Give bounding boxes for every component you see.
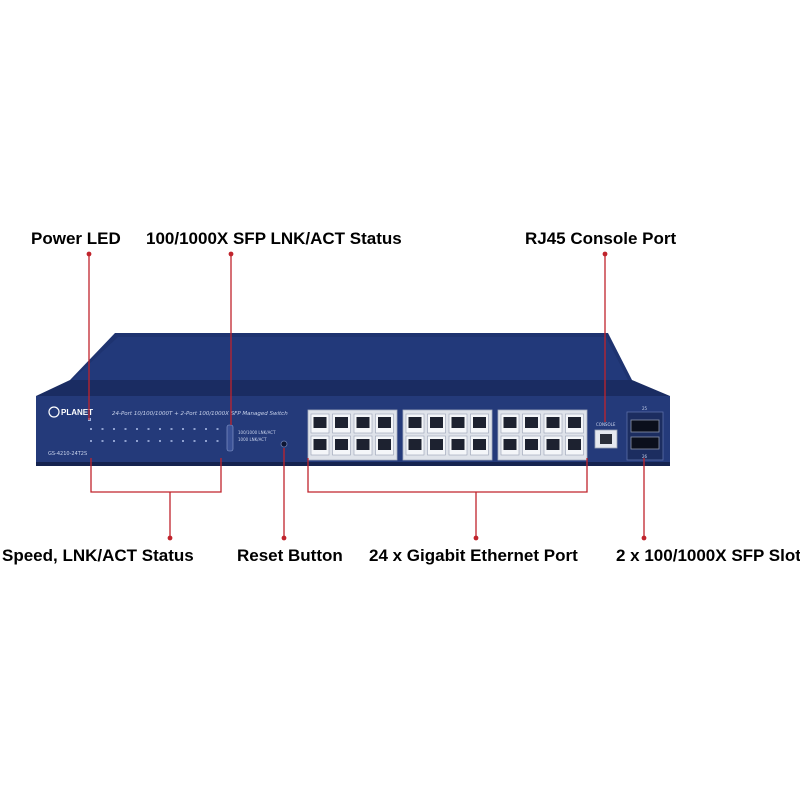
- port-led: [193, 428, 196, 430]
- ethernet-ports-label: 24 x Gigabit Ethernet Port: [369, 546, 578, 565]
- port-led: [124, 428, 127, 430]
- port-led: [170, 428, 173, 430]
- console-port-label: RJ45 Console Port: [525, 229, 677, 248]
- port-jack: [503, 439, 517, 450]
- port-led: [136, 428, 138, 430]
- port-jack: [525, 439, 538, 450]
- port-led: [159, 440, 161, 442]
- console-label: CONSOLE: [596, 422, 616, 427]
- port-led: [147, 440, 150, 442]
- port-jack: [378, 417, 391, 428]
- port-jack: [568, 417, 581, 428]
- port-status-label: Speed, LNK/ACT Status: [2, 546, 194, 565]
- sfp-label-bottom: 26: [642, 454, 648, 459]
- brand-logo: PLANET: [48, 406, 93, 418]
- model-label: GS-4210-24T2S: [48, 451, 87, 457]
- port-led: [136, 440, 138, 442]
- reset-button[interactable]: [280, 440, 288, 448]
- port-jack: [451, 417, 465, 428]
- port-jack: [430, 417, 443, 428]
- port-jack: [546, 417, 560, 428]
- port-led: [182, 440, 184, 442]
- port-led: [193, 440, 196, 442]
- led-legend-2: 1000 LNK/ACT: [238, 437, 267, 442]
- port-led: [216, 440, 219, 442]
- port-jack: [525, 417, 538, 428]
- port-jack: [430, 439, 443, 450]
- port-led: [205, 428, 207, 430]
- port-jack: [335, 417, 348, 428]
- port-jack: [408, 439, 422, 450]
- sfp-status-leds: [226, 424, 234, 452]
- sfp-status-label: 100/1000X SFP LNK/ACT Status: [146, 229, 402, 248]
- port-jack: [473, 439, 486, 450]
- port-led: [113, 428, 115, 430]
- port-led: [101, 428, 104, 430]
- port-jack: [335, 439, 348, 450]
- port-led: [170, 440, 173, 442]
- port-jack: [451, 439, 465, 450]
- port-led: [90, 428, 92, 430]
- port-status-bracket: [90, 458, 222, 537]
- power-led-label: Power LED: [31, 229, 121, 248]
- reset-button-label: Reset Button: [237, 546, 343, 565]
- port-jack: [356, 417, 370, 428]
- port-jack: [313, 417, 327, 428]
- led-legend-1: 100/1000 LNK/ACT: [238, 430, 276, 435]
- device-description: 24-Port 10/100/1000T + 2-Port 100/1000X …: [112, 411, 288, 417]
- ethernet-ports-bracket: [307, 458, 588, 537]
- port-jack: [473, 417, 486, 428]
- port-status-leds: [88, 418, 219, 442]
- port-led: [124, 440, 127, 442]
- port-jack: [408, 417, 422, 428]
- ethernet-ports: [307, 409, 588, 461]
- sfp-label-top: 25: [642, 406, 648, 411]
- port-led: [90, 440, 92, 442]
- sfp-slot-26[interactable]: [630, 436, 660, 450]
- port-jack: [313, 439, 327, 450]
- port-led: [216, 428, 219, 430]
- port-led: [182, 428, 184, 430]
- sfp-slots-label: 2 x 100/1000X SFP Slot: [616, 546, 800, 565]
- port-led: [159, 428, 161, 430]
- port-jack: [356, 439, 370, 450]
- port-led: [147, 428, 150, 430]
- svg-text:PLANET: PLANET: [61, 408, 93, 417]
- port-jack: [503, 417, 517, 428]
- port-led: [205, 440, 207, 442]
- port-jack: [378, 439, 391, 450]
- port-jack: [546, 439, 560, 450]
- port-led: [113, 440, 115, 442]
- callout-lines: [88, 255, 645, 537]
- sfp-slot-25[interactable]: [630, 419, 660, 433]
- callout-dots: [86, 251, 647, 541]
- port-led: [101, 440, 104, 442]
- port-jack: [568, 439, 581, 450]
